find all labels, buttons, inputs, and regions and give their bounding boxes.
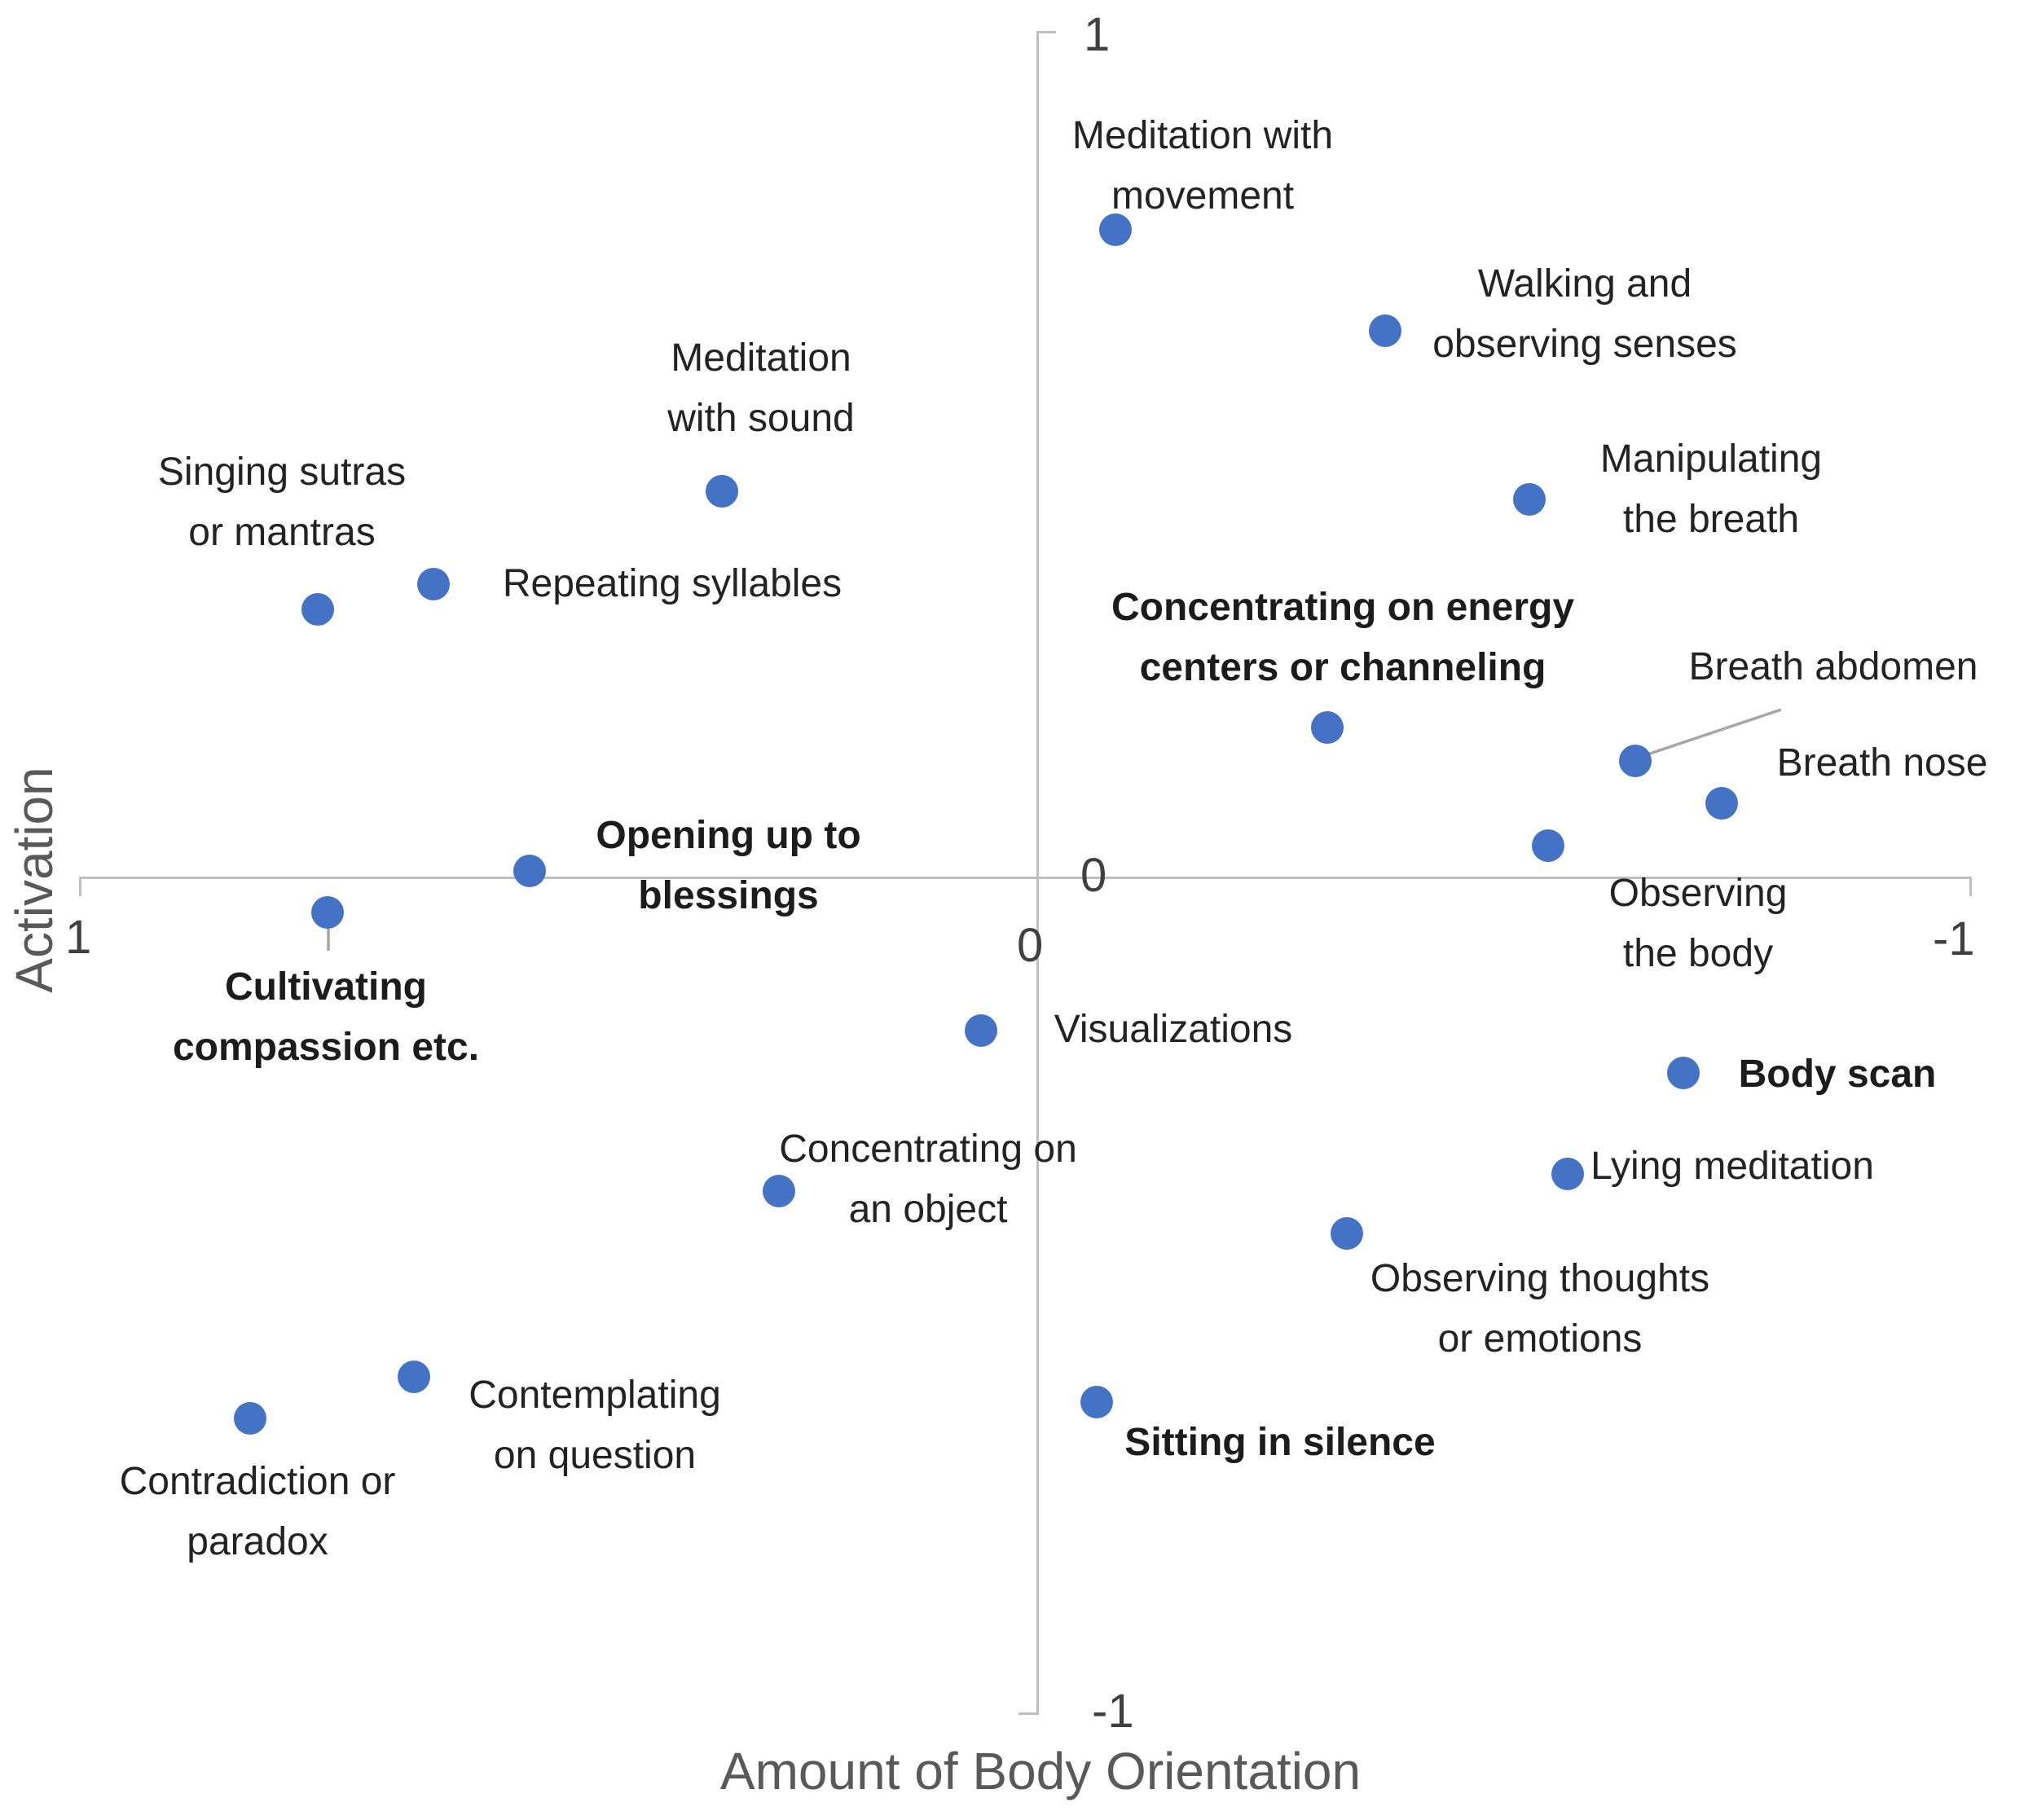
data-point-repeating-syllables (416, 567, 450, 600)
point-label-sitting-in-silence: Sitting in silence (1124, 1421, 1436, 1464)
y-axis-top-end-tick (1036, 31, 1056, 33)
x-axis-right-end-tick (1969, 877, 1972, 896)
point-label-body-scan: Body scan (1738, 1053, 1937, 1096)
data-point-opening-up-to-blessings (513, 854, 546, 887)
data-point-manipulating-the-breath (1512, 483, 1546, 517)
y-axis-tick-neg1: -1 (1092, 1685, 1134, 1738)
point-label-lying-meditation: Lying meditation (1590, 1145, 1874, 1188)
breath-abdomen-leader (1642, 708, 1782, 758)
y-axis-tick-0: 0 (1080, 849, 1107, 902)
y-axis-line (1036, 31, 1039, 1715)
data-point-breath-abdomen (1618, 745, 1652, 778)
point-label-breath-abdomen: Breath abdomen (1688, 645, 1978, 688)
point-label-visualizations: Visualizations (1054, 1008, 1293, 1051)
data-point-meditation-with-movement (1099, 213, 1133, 247)
y-axis-title: Activation (5, 767, 64, 993)
data-point-concentrating-on-energy-centers (1311, 710, 1344, 744)
x-axis-tick-1: 1 (65, 911, 92, 964)
point-label-repeating-syllables: Repeating syllables (502, 562, 843, 605)
data-point-visualizations (965, 1014, 998, 1048)
data-point-lying-meditation (1551, 1158, 1584, 1191)
data-point-walking-and-observing-senses (1368, 314, 1401, 348)
data-point-observing-the-body (1532, 829, 1565, 862)
data-point-concentrating-on-an-object (763, 1174, 796, 1207)
data-point-meditation-with-sound (705, 474, 738, 508)
data-point-contradiction-or-paradox (234, 1402, 267, 1435)
origin-left-tick (1018, 877, 1039, 879)
y-axis-tick-1: 1 (1084, 8, 1111, 61)
x-axis-tick-neg1: -1 (1933, 912, 1975, 965)
data-point-singing-sutras-or-mantras (301, 592, 334, 626)
x-axis-tick-0: 0 (1017, 919, 1044, 972)
point-label-breath-nose: Breath nose (1776, 741, 1988, 785)
data-point-contemplating-on-question (398, 1360, 430, 1393)
x-axis-left-end-tick (79, 877, 81, 896)
x-axis-title: Amount of Body Orientation (719, 1742, 1362, 1800)
origin-down-tick (1036, 877, 1039, 896)
y-axis-bottom-end-tick (1018, 1712, 1039, 1715)
data-point-sitting-in-silence (1080, 1385, 1113, 1418)
data-point-observing-thoughts-or-emotions (1330, 1216, 1363, 1250)
data-point-breath-nose (1705, 786, 1738, 820)
data-point-cultivating-compassion (310, 896, 344, 930)
data-point-body-scan (1666, 1057, 1700, 1090)
